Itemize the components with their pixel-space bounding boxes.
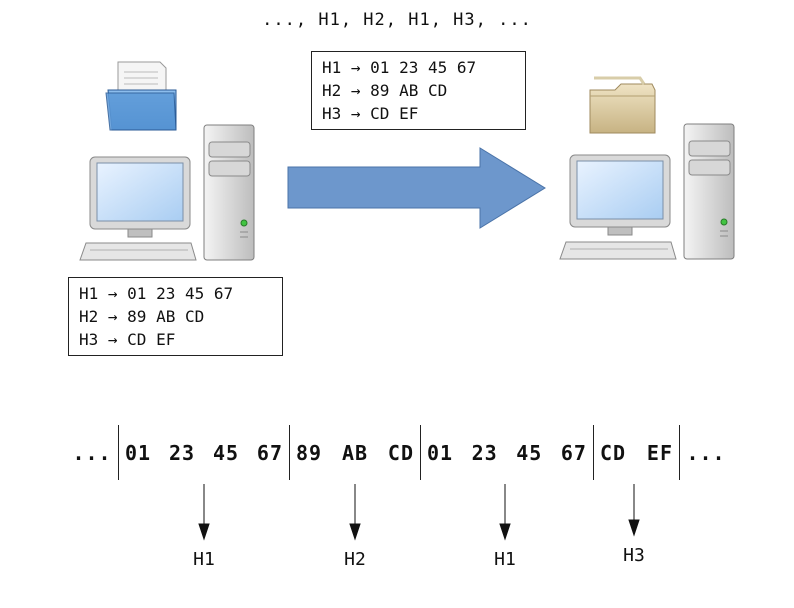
stream-segment: 01 23 45 67 (119, 425, 289, 480)
byte: EF (646, 440, 673, 465)
table-row: H3 → CD EF (79, 330, 176, 349)
byte: 45 (212, 440, 240, 465)
table-row: H3 → CD EF (322, 104, 419, 123)
table-row: H2 → 89 AB CD (79, 307, 205, 326)
byte: 67 (256, 440, 283, 465)
byte: CD (600, 440, 627, 465)
segment-divider (289, 425, 290, 480)
sender-hash-table: H1 → 01 23 45 67 H2 → 89 AB CD H3 → CD E… (68, 277, 283, 356)
receiver-computer-icon (559, 123, 735, 260)
stream-segment: CD EF (594, 425, 679, 480)
document-folder-icon (105, 61, 177, 131)
byte: AB (341, 440, 369, 465)
byte: 01 (427, 440, 454, 465)
segment-divider (679, 425, 680, 480)
stream-segment: 01 23 45 67 (421, 425, 593, 480)
table-row: H2 → 89 AB CD (322, 81, 448, 100)
segment-divider (593, 425, 594, 480)
segment-divider (420, 425, 421, 480)
stream-segment: 89 AB CD (290, 425, 420, 480)
sender-computer-icon (79, 124, 255, 261)
byte: 01 (125, 440, 152, 465)
stream-leading-ellipsis: ... (72, 440, 112, 465)
byte: 45 (516, 440, 543, 465)
hash-label: H1 (494, 549, 516, 570)
table-row: H1 → 01 23 45 67 (79, 284, 234, 303)
hash-label: H3 (623, 545, 645, 566)
hash-label: H2 (344, 549, 366, 570)
segment-divider (118, 425, 119, 480)
byte: 23 (168, 440, 196, 465)
hash-label: H1 (193, 549, 215, 570)
byte: 89 (296, 440, 323, 465)
stream-trailing-ellipsis: ... (686, 440, 726, 465)
table-row: H1 → 01 23 45 67 (322, 58, 477, 77)
byte: CD (387, 440, 414, 465)
byte: 23 (471, 440, 498, 465)
receiver-hash-table: H1 → 01 23 45 67 H2 → 89 AB CD H3 → CD E… (311, 51, 526, 130)
byte-stream: ... 01 23 45 67 89 AB CD 01 23 45 67 CD … (0, 425, 794, 480)
hash-sequence: ..., H1, H2, H1, H3, ... (262, 10, 532, 30)
transfer-arrow-icon (287, 147, 546, 229)
folder-icon (589, 76, 656, 134)
byte: 67 (560, 440, 587, 465)
hash-arrows (198, 484, 640, 541)
